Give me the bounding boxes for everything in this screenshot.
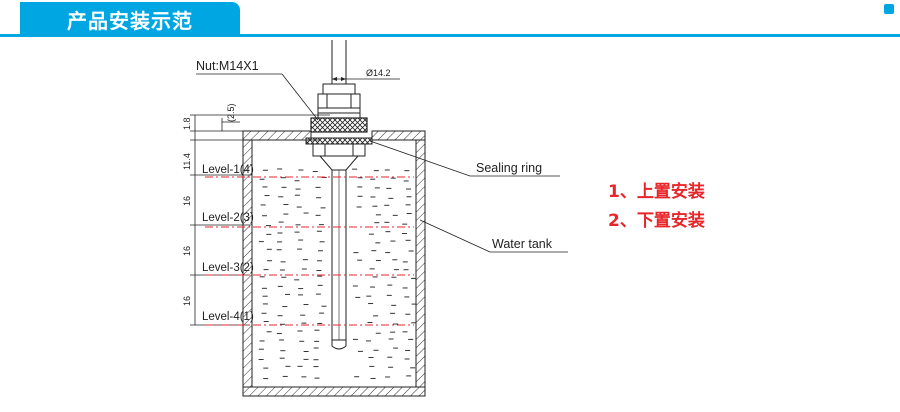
- level-sensor: [305, 40, 373, 350]
- level-label-1: Level-1(4): [202, 164, 254, 176]
- water-tank-label: Water tank: [492, 237, 553, 251]
- water-texture: [258, 168, 417, 380]
- installation-options: 1、上置安装 2、下置安装: [608, 178, 705, 236]
- diameter-callout: Ø14.2: [332, 68, 400, 81]
- header-underline: [0, 34, 900, 37]
- level-label-3: Level-3(2): [202, 262, 254, 274]
- nut-callout: Nut:M14X1: [196, 59, 319, 121]
- option-bottom-mount: 2、下置安装: [608, 211, 705, 231]
- level-lines: [205, 176, 414, 326]
- page-title: 产品安装示范: [20, 2, 240, 36]
- header-corner-marker: [884, 4, 894, 14]
- option-top-mount: 1、上置安装: [608, 182, 705, 202]
- level-label-2: Level-2(3): [202, 212, 254, 224]
- dim-2-5: (2.5): [226, 103, 236, 122]
- water-tank-callout: Water tank: [419, 219, 568, 253]
- dim-1-8: 1.8: [182, 117, 192, 130]
- sealing-ring-callout: Sealing ring: [369, 140, 560, 177]
- dim-16-c: 16: [182, 296, 192, 306]
- nut-label: Nut:M14X1: [196, 59, 259, 73]
- dim-11-4: 11.4: [182, 153, 192, 170]
- dim-16-b: 16: [182, 246, 192, 256]
- dimension-labels: 1.8 (2.5) 11.4 16 16 16: [182, 103, 236, 306]
- dim-16-a: 16: [182, 196, 192, 206]
- level-label-4: Level-4(1): [202, 311, 254, 323]
- sealing-ring-label: Sealing ring: [476, 161, 542, 175]
- diameter-label: Ø14.2: [366, 68, 391, 78]
- level-labels: Level-1(4) Level-2(3) Level-3(2) Level-4…: [202, 164, 254, 323]
